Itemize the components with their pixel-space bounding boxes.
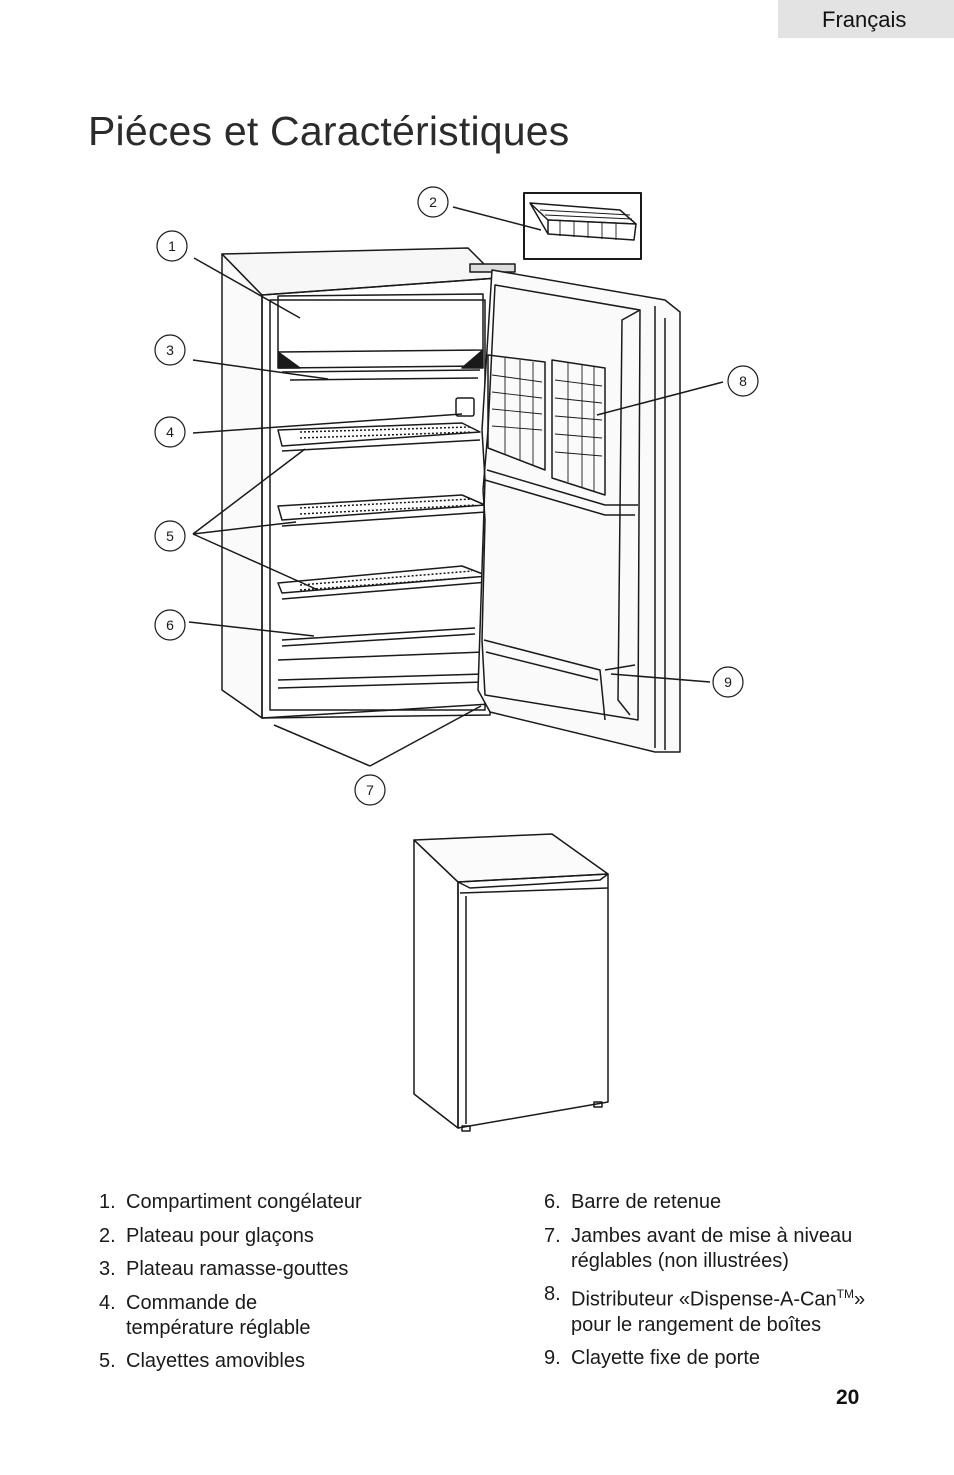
callout-1: 1	[156, 230, 188, 262]
svg-text:4: 4	[166, 424, 174, 440]
language-tab: Français	[778, 0, 954, 38]
svg-text:3: 3	[166, 342, 174, 358]
shelf-top-drawing	[277, 422, 481, 452]
svg-text:8: 8	[739, 373, 747, 389]
refrigerator-parts-illustration: 1 2 3 4 5 6 7 8 9	[154, 186, 759, 1132]
page-number: 20	[836, 1386, 860, 1409]
parts-list-left: 1.Compartiment congélateur 2.Plateau pou…	[99, 1190, 429, 1383]
page-title: Piéces et Caractéristiques	[88, 108, 570, 154]
parts-list-right: 6.Barre de retenue 7.Jambes avant de mis…	[544, 1190, 904, 1380]
list-item: 5.Clayettes amovibles	[99, 1350, 305, 1372]
retainer-bar-drawing	[281, 627, 476, 641]
list-item: 6.Barre de retenue	[544, 1191, 722, 1213]
svg-text:2: 2	[429, 194, 437, 210]
callout-4: 4	[154, 416, 186, 448]
list-item: 7.Jambes avant de mise à niveau réglable…	[544, 1224, 853, 1272]
closed-refrigerator-drawing	[413, 833, 609, 1132]
svg-text:5: 5	[166, 528, 174, 544]
list-item: 9.Clayette fixe de porte	[544, 1347, 760, 1370]
freezer-compartment-drawing	[277, 293, 484, 381]
callout-9: 9	[712, 666, 744, 698]
callout-5: 5	[154, 520, 186, 552]
svg-text:7: 7	[366, 782, 374, 798]
list-item: 1.Compartiment congélateur	[99, 1191, 362, 1213]
shelf-bottom-drawing	[277, 565, 489, 600]
list-item: 2.Plateau pour glaçons	[99, 1224, 314, 1247]
door-shelf-drawing	[483, 639, 636, 721]
callout-leader-lines	[188, 206, 724, 767]
list-item: 8.Distributeur «Dispense-A-CanTM» pour l…	[544, 1283, 866, 1336]
callout-8: 8	[727, 365, 759, 397]
list-item: 4.Commande de température réglable	[99, 1291, 311, 1339]
can-dispenser-drawing	[487, 354, 606, 496]
svg-text:6: 6	[166, 617, 174, 633]
ice-tray-drawing	[523, 192, 642, 260]
callout-2: 2	[417, 186, 449, 218]
svg-text:9: 9	[724, 674, 732, 690]
callout-3: 3	[154, 334, 186, 366]
thermostat-knob-drawing	[455, 397, 475, 417]
callout-7: 7	[354, 774, 386, 806]
shelf-middle-drawing	[277, 494, 487, 527]
open-refrigerator-drawing	[221, 247, 516, 719]
list-item: 3.Plateau ramasse-gouttes	[99, 1258, 349, 1280]
open-door-drawing	[477, 269, 681, 753]
callout-6: 6	[154, 609, 186, 641]
svg-text:1: 1	[168, 238, 176, 254]
